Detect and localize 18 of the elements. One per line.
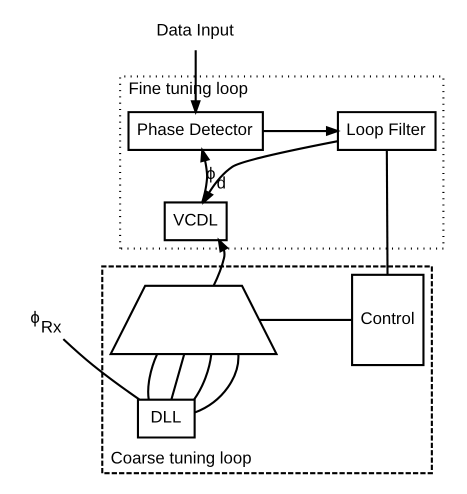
connector [146,354,158,400]
node-box: DLL [136,398,196,439]
arrow [200,147,210,202]
arrow [212,237,228,286]
node-text: Data Input [156,20,234,40]
connector [259,318,352,321]
node-box: VCDL [163,201,228,242]
node-box: Control [350,274,424,366]
connector [385,150,388,275]
arrow [262,126,340,136]
connector [170,354,185,400]
arrow [190,50,200,116]
connector [194,354,239,414]
connector [192,354,212,400]
node-trapezoid [108,284,278,356]
node-box: Phase Detector [126,111,264,151]
connector [62,338,140,400]
node-box: Loop Filter [336,111,436,151]
